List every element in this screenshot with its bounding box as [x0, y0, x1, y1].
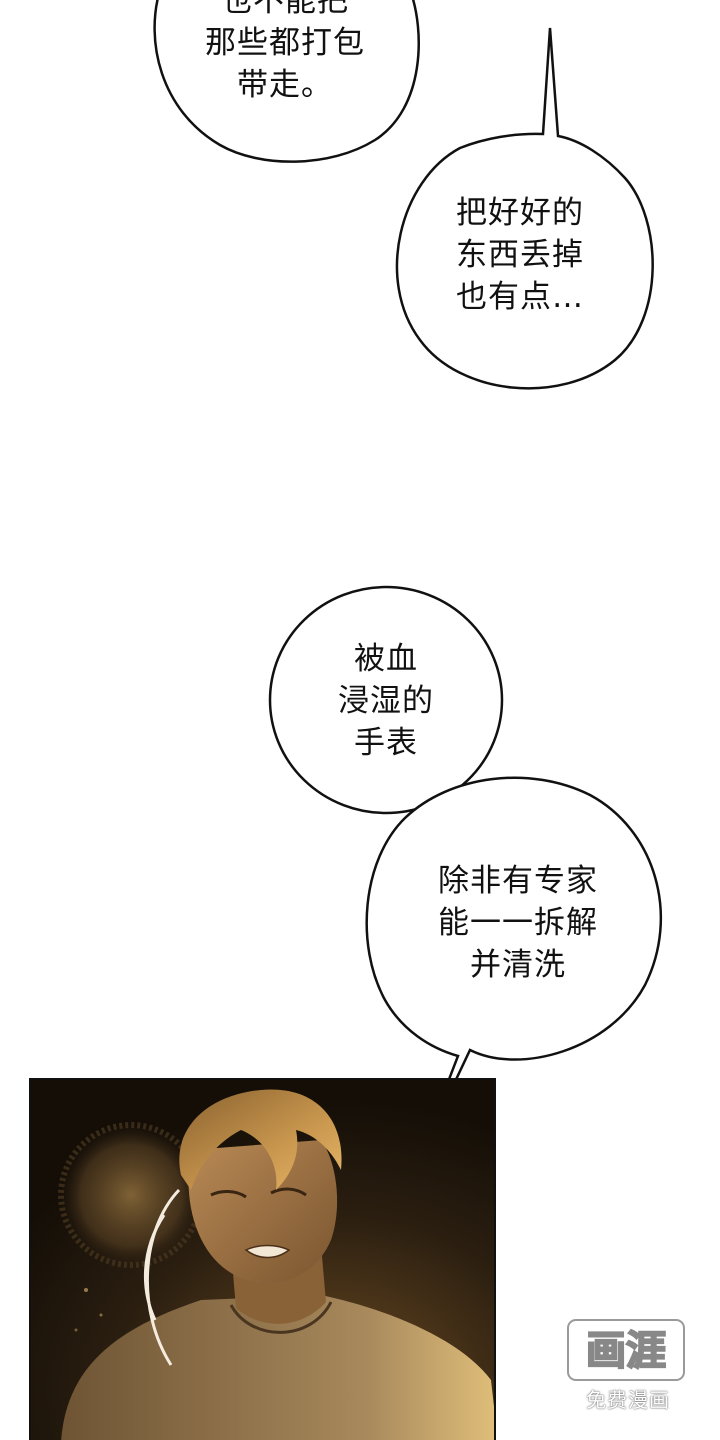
bubble-1-line-1: 也不能把: [221, 0, 349, 19]
speech-bubble-4: [365, 776, 663, 1161]
bubble-2-text: 把好好的 东西丢掉 也有点…: [420, 192, 620, 318]
bubble-3-line-3: 手表: [354, 725, 418, 761]
watermark-caption: 免费漫画: [586, 1388, 670, 1412]
bubble-4-line-3: 并清洗: [470, 947, 566, 983]
speech-bubble-1: [153, 0, 420, 163]
bubble-2-line-1: 把好好的: [456, 195, 584, 231]
illustration-panel: [29, 1078, 496, 1440]
watermark: 画涯 免费漫画: [566, 1318, 686, 1418]
watermark-logo: 画涯: [567, 1319, 685, 1381]
bubble-4-line-1: 除非有专家: [438, 863, 598, 899]
character-illustration: [31, 1080, 494, 1440]
bubble-3-line-1: 被血: [354, 641, 418, 677]
bubble-1-line-2: 那些都打包: [205, 25, 365, 61]
bubble-2-line-2: 东西丢掉: [456, 237, 584, 273]
bubble-2-line-3: 也有点…: [456, 279, 584, 315]
bubble-3-text: 被血 浸湿的 手表: [296, 638, 476, 764]
bubble-4-text: 除非有专家 能一一拆解 并清洗: [418, 860, 618, 986]
watermark-logo-text: 画涯: [586, 1328, 666, 1374]
speech-bubble-2: [395, 27, 654, 390]
bubble-3-line-2: 浸湿的: [338, 683, 434, 719]
bubble-4-line-2: 能一一拆解: [438, 905, 598, 941]
speech-bubble-3: [268, 585, 504, 815]
bubble-1-text: 也不能把 那些都打包 带走。: [180, 0, 390, 106]
bubble-1-line-3: 带走。: [237, 67, 333, 103]
